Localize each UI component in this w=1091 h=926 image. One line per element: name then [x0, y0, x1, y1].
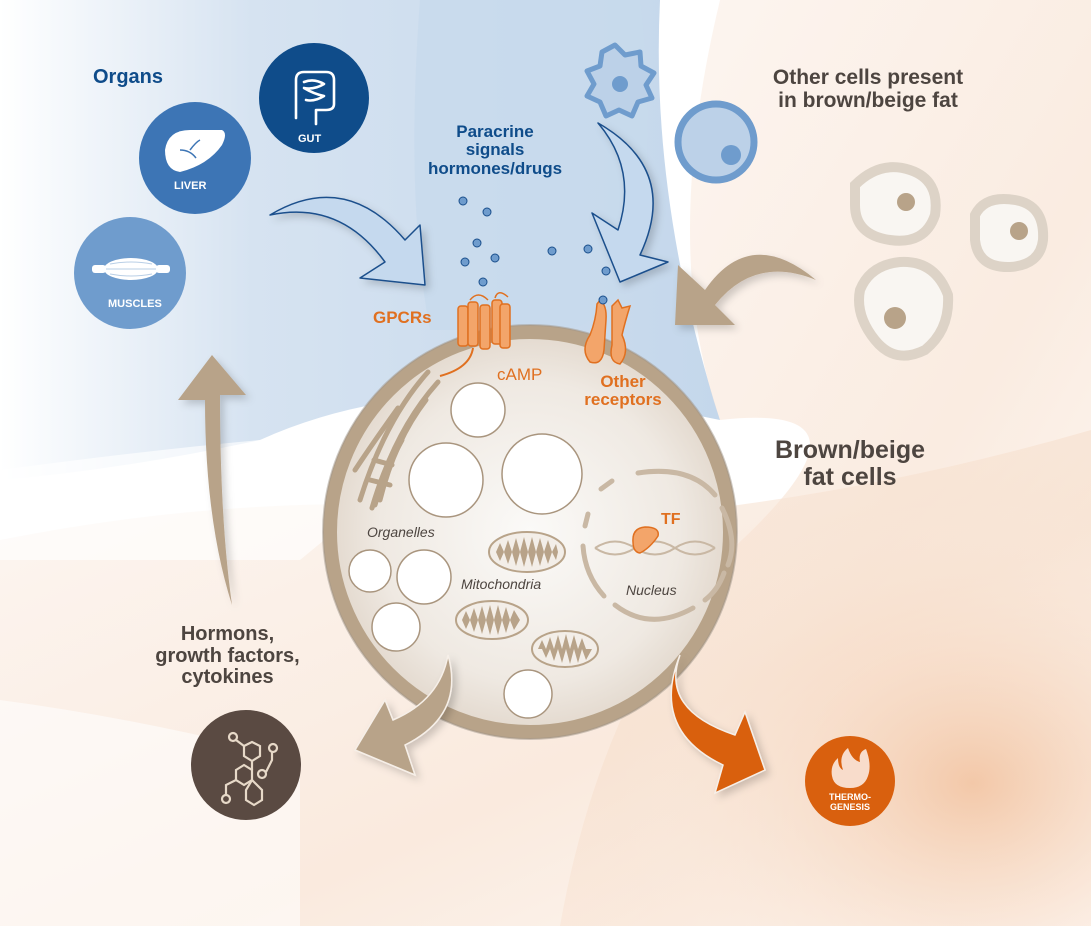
paracrine-line-3: hormones/drugs	[427, 158, 563, 178]
organs-label: Organs	[93, 66, 164, 88]
tan-arrow-secretion	[353, 654, 453, 777]
gpcrs-label: GPCRs	[373, 308, 432, 327]
other-receptors-label: Other receptors	[578, 372, 668, 410]
intestine-icon	[294, 70, 336, 126]
thermogenesis-badge	[805, 736, 895, 826]
camp-label: cAMP	[497, 365, 543, 384]
thermogenesis-line-1: THERMO-	[829, 792, 871, 802]
gut-label: GUT	[298, 133, 322, 145]
paracrine-star-cell	[584, 42, 657, 119]
transcription-factor	[632, 526, 659, 554]
beige-cell	[970, 194, 1049, 273]
liver-icon	[165, 130, 225, 172]
liver-badge	[139, 102, 251, 214]
beige-cell	[854, 256, 954, 361]
other-cells-line-2: in brown/beige fat	[778, 88, 958, 112]
flame-icon	[831, 748, 870, 788]
signal-molecules	[458, 196, 611, 305]
beige-cell	[850, 162, 941, 246]
fat-cells-line-1: Brown/beige	[774, 436, 925, 464]
tan-arrow-other-cells	[675, 254, 816, 325]
fat-cell	[322, 324, 738, 740]
thermogenesis-label: THERMO- GENESIS	[815, 792, 885, 812]
nucleus	[580, 468, 735, 622]
hormons-line-2: growth factors,	[155, 644, 300, 667]
mitochondria-group	[455, 531, 599, 668]
paracrine-label: Paracrine signals hormones/drugs	[410, 122, 580, 178]
blue-arrow-organs	[269, 196, 426, 286]
tan-arrow-up	[178, 355, 246, 605]
other-receptors-line-2: receptors	[584, 390, 662, 410]
paracrine-line-2: signals	[465, 140, 525, 160]
molecule-icon	[220, 731, 279, 807]
muscle-icon	[92, 258, 170, 280]
mitochondrion	[488, 531, 566, 573]
orange-arrow-thermogenesis	[670, 654, 766, 795]
dna-icon	[594, 540, 716, 556]
fat-cells-label: Brown/beige fat cells	[755, 437, 945, 491]
liver-label: LIVER	[174, 180, 207, 192]
tf-label: TF	[661, 511, 681, 528]
hormons-line-3: cytokines	[181, 666, 274, 689]
other-receptor	[584, 298, 632, 365]
mitochondrion	[531, 630, 599, 668]
other-receptors-line-1: Other	[600, 372, 646, 391]
hormons-label: Hormons, growth factors, cytokines	[140, 623, 315, 689]
hormons-line-1: Hormons,	[180, 623, 275, 645]
other-cells-line-1: Other cells present	[772, 66, 964, 89]
other-cells-label: Other cells present in brown/beige fat	[748, 66, 988, 112]
lipid-droplets	[348, 382, 583, 719]
paracrine-line-1: Paracrine	[456, 122, 534, 141]
mitochondrion	[455, 600, 529, 640]
nucleus-label: Nucleus	[626, 582, 677, 598]
hormones-badge	[191, 710, 301, 820]
muscles-label: MUSCLES	[108, 298, 162, 310]
gut-badge	[259, 43, 369, 153]
mitochondria-label: Mitochondria	[461, 576, 542, 592]
fat-cells-line-2: fat cells	[803, 463, 897, 491]
gpcr-receptor	[439, 292, 511, 377]
beige-cells	[850, 162, 1049, 361]
organelles-label: Organelles	[367, 524, 435, 540]
blue-arrow-paracrine	[591, 122, 669, 283]
muscles-badge	[74, 217, 186, 329]
endoplasmic-reticulum	[352, 369, 441, 511]
thermogenesis-line-2: GENESIS	[829, 801, 870, 812]
immune-cell	[674, 100, 758, 184]
